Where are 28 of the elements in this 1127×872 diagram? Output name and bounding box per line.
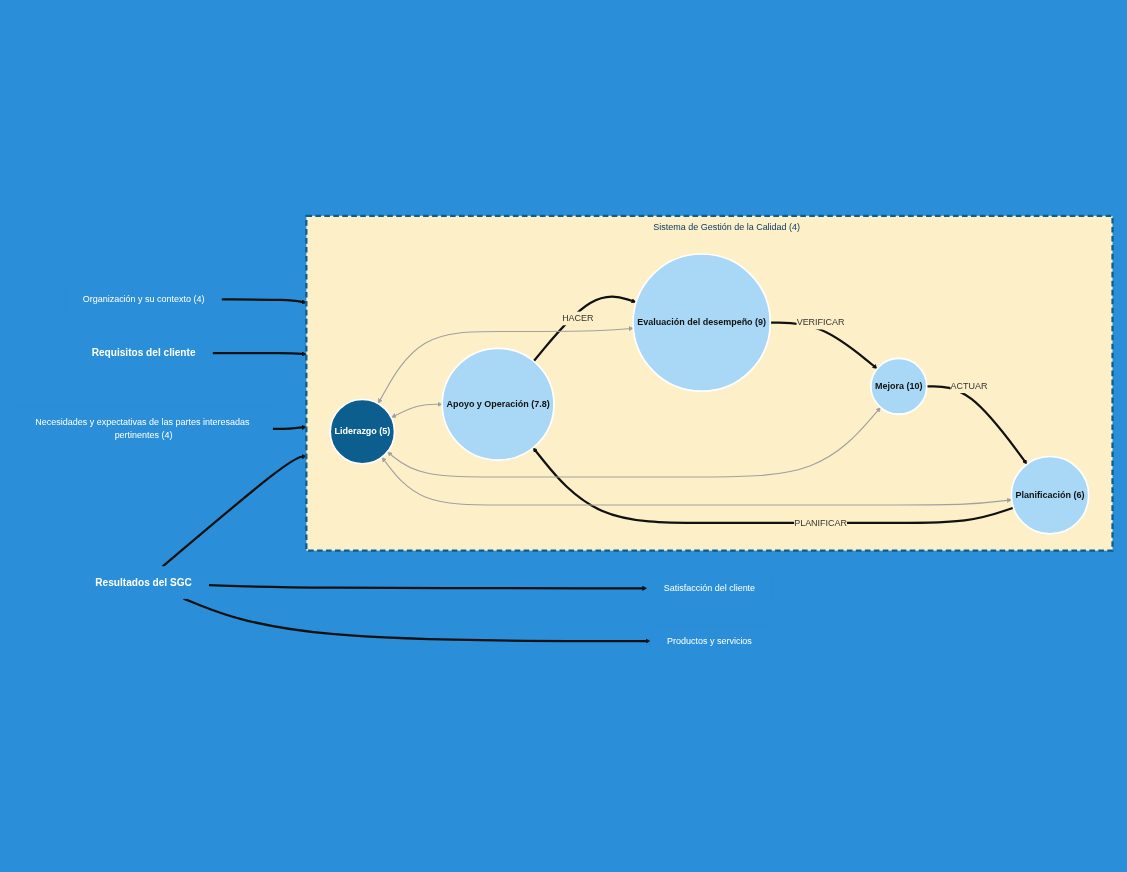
arrow xyxy=(161,454,307,568)
edge-label: HACER xyxy=(562,313,594,323)
arrow xyxy=(377,326,634,404)
node-circle: Liderazgo (5) xyxy=(329,398,396,465)
node-text: Satisfacción del cliente xyxy=(663,583,756,593)
node-circle: Planificación (6) xyxy=(1010,455,1090,535)
arrow xyxy=(221,298,307,305)
arrow xyxy=(212,351,307,357)
arrow xyxy=(183,597,651,644)
arrow xyxy=(532,295,637,362)
arrow xyxy=(391,401,443,418)
arrow xyxy=(381,457,1012,506)
arrow xyxy=(208,584,648,591)
arrow xyxy=(272,425,307,430)
node-text: Resultados del SGC xyxy=(95,576,192,588)
edge-label: VERIFICAR xyxy=(796,317,845,328)
arrow xyxy=(926,385,1028,465)
node-circle: Mejora (10) xyxy=(870,357,928,416)
arrow xyxy=(387,407,881,478)
node-text: Requisitos del cliente xyxy=(91,347,196,359)
node-text: Productos y servicios xyxy=(667,635,752,646)
node-circle: Evaluación del desempeño (9) xyxy=(632,253,772,392)
edge-label: PLANIFICAR xyxy=(794,517,848,528)
arrow xyxy=(532,447,1014,525)
edge-label: ACTUAR xyxy=(950,381,988,391)
node-circle: Apoyo y Operación (7.8) xyxy=(441,347,555,461)
node-text: Organización y su contexto (4) xyxy=(82,294,205,304)
node-text: Necesidades y expectativas de las partes interesadas pertinentes (4) xyxy=(35,416,250,441)
